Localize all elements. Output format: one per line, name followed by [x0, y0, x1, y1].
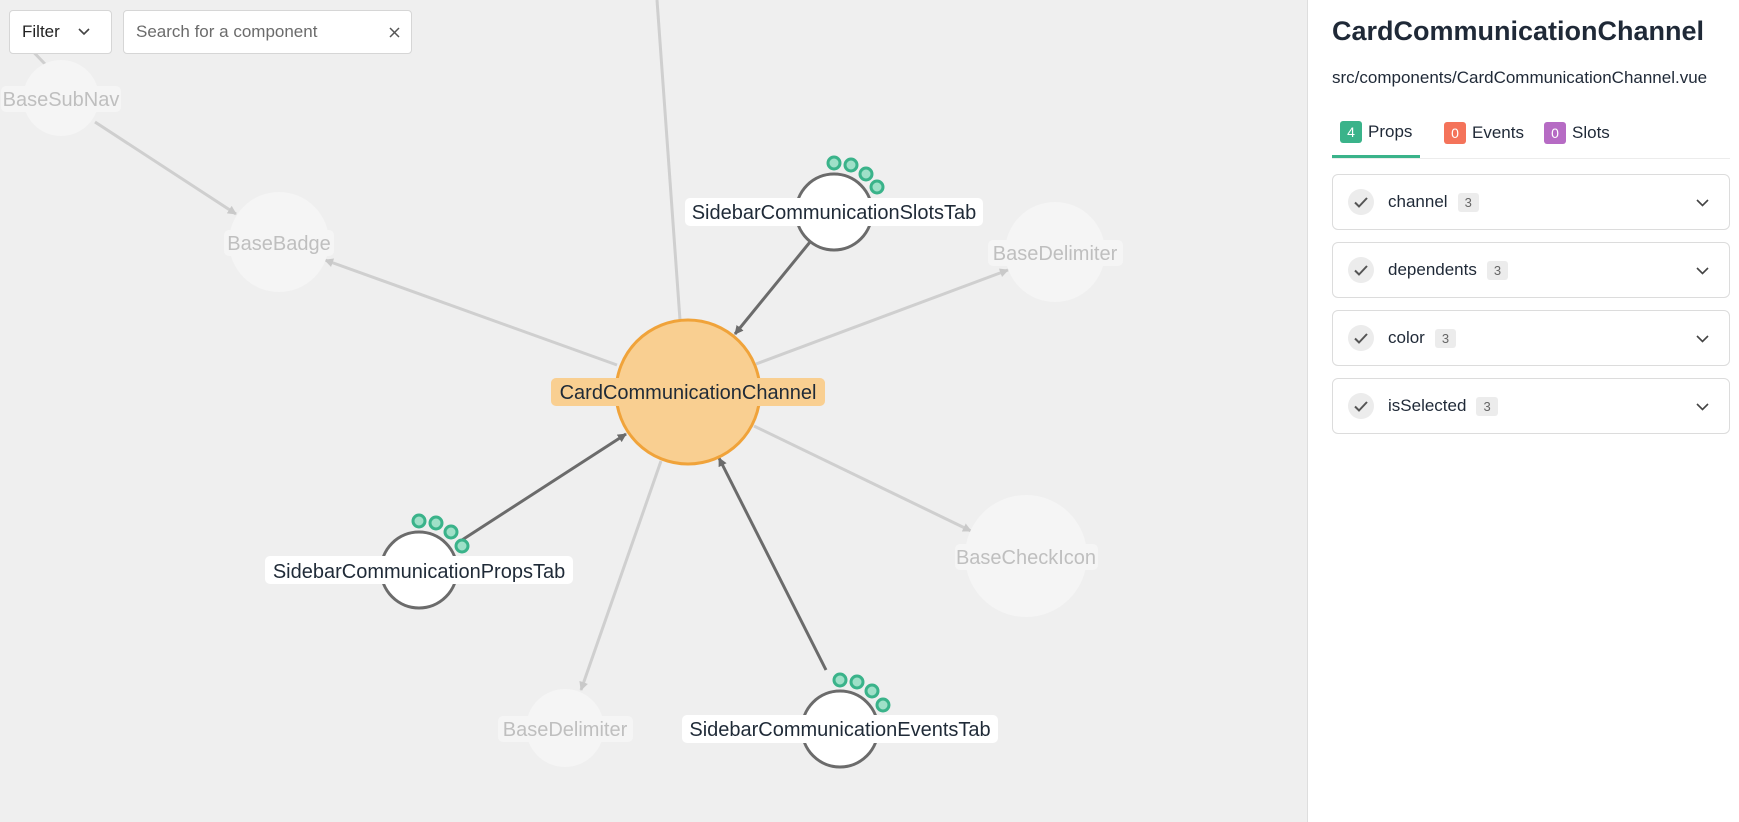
edge-events-to-center — [717, 457, 828, 671]
tab-events[interactable]: 0 Events — [1436, 108, 1524, 157]
prop-name: channel — [1388, 192, 1448, 211]
tab-props-label: Props — [1368, 121, 1413, 141]
prop-item-dependents[interactable]: dependents 3 — [1332, 242, 1730, 298]
prop-dot — [826, 155, 842, 171]
prop-usage-count: 3 — [1434, 328, 1457, 348]
chevron-down-icon[interactable] — [1696, 194, 1709, 212]
prop-dot — [443, 524, 459, 540]
component-graph[interactable]: BaseSubNav BaseBadge BaseDelimiter BaseC… — [0, 0, 1307, 822]
node-label: SidebarCommunicationEventsTab — [689, 719, 990, 741]
chevron-down-icon — [78, 28, 90, 36]
prop-item-channel[interactable]: channel 3 — [1332, 174, 1730, 230]
prop-dot — [875, 697, 891, 713]
close-icon[interactable] — [377, 26, 411, 38]
node-sidebar-props-tab[interactable]: SidebarCommunicationPropsTab — [265, 513, 573, 610]
node-base-check-icon[interactable]: BaseCheckIcon — [955, 495, 1098, 617]
component-path: src/components/CardCommunicationChannel.… — [1332, 68, 1708, 87]
tab-slots[interactable]: 0 Slots — [1536, 108, 1610, 157]
prop-name: isSelected — [1388, 396, 1467, 415]
edge-center-to-delimiter-bottom — [579, 460, 663, 691]
prop-dot — [411, 513, 427, 529]
node-label: BaseBadge — [227, 233, 330, 255]
prop-name: color — [1388, 328, 1425, 347]
edge-center-to-checkicon — [753, 424, 972, 533]
tab-props[interactable]: 4 Props — [1332, 108, 1420, 158]
events-count-badge: 0 — [1444, 121, 1466, 144]
node-label: BaseDelimiter — [503, 719, 628, 741]
component-title: CardCommunicationChannel — [1332, 16, 1705, 46]
tab-slots-label: Slots — [1572, 122, 1610, 142]
chevron-down-icon[interactable] — [1696, 398, 1709, 416]
node-sidebar-slots-tab[interactable]: SidebarCommunicationSlotsTab — [685, 155, 983, 252]
edge-slots-to-center — [733, 241, 812, 335]
node-label: BaseSubNav — [3, 89, 120, 111]
node-label: BaseCheckIcon — [956, 547, 1096, 569]
node-base-delimiter-top[interactable]: BaseDelimiter — [988, 202, 1123, 302]
search-field[interactable] — [123, 10, 412, 54]
component-details-panel: CardCommunicationChannel src/components/… — [1307, 0, 1739, 822]
tab-events-label: Events — [1472, 122, 1524, 142]
edge-subnav-to-badge — [94, 120, 237, 216]
edge-center-to-delimiter-top — [755, 268, 1009, 366]
prop-usage-count: 3 — [1486, 260, 1509, 280]
node-sidebar-events-tab[interactable]: SidebarCommunicationEventsTab — [682, 672, 998, 769]
prop-dot — [428, 515, 444, 531]
node-card-communication-channel[interactable]: CardCommunicationChannel — [551, 318, 825, 466]
edge-top-to-center — [655, 0, 682, 321]
props-list: channel 3 dependents 3 color 3 — [1332, 174, 1730, 446]
prop-dot — [454, 538, 470, 554]
check-icon — [1348, 325, 1374, 351]
check-icon — [1348, 257, 1374, 283]
prop-dot — [843, 157, 859, 173]
prop-dot — [858, 166, 874, 182]
prop-usage-count: 3 — [1457, 192, 1479, 212]
node-label: SidebarCommunicationPropsTab — [273, 561, 565, 583]
node-base-delimiter-bottom[interactable]: BaseDelimiter — [498, 689, 633, 767]
chevron-down-icon[interactable] — [1696, 262, 1709, 280]
node-label: BaseDelimiter — [993, 243, 1118, 265]
prop-usage-count: 3 — [1476, 396, 1498, 416]
filter-dropdown[interactable]: Filter — [9, 10, 112, 54]
detail-tabs: 4 Props 0 Events 0 Slots — [1332, 108, 1730, 159]
slots-count-badge: 0 — [1544, 121, 1566, 144]
prop-dot — [869, 179, 885, 195]
chevron-down-icon[interactable] — [1696, 330, 1709, 348]
prop-dot — [864, 683, 880, 699]
node-base-badge[interactable]: BaseBadge — [224, 192, 334, 292]
props-count-badge: 4 — [1340, 120, 1362, 143]
node-label: SidebarCommunicationSlotsTab — [692, 202, 977, 224]
center-node-label: CardCommunicationChannel — [560, 382, 817, 404]
filter-label: Filter — [22, 22, 60, 41]
search-input[interactable] — [124, 10, 377, 54]
prop-name: dependents — [1388, 260, 1477, 279]
check-icon — [1348, 393, 1374, 419]
prop-dot — [832, 672, 848, 688]
prop-item-color[interactable]: color 3 — [1332, 310, 1730, 366]
edge-props-to-center — [461, 432, 627, 542]
node-base-sub-nav[interactable]: BaseSubNav — [1, 60, 121, 136]
prop-dot — [849, 674, 865, 690]
check-icon — [1348, 189, 1374, 215]
prop-item-is-selected[interactable]: isSelected 3 — [1332, 378, 1730, 434]
edge-center-to-badge — [324, 258, 618, 367]
